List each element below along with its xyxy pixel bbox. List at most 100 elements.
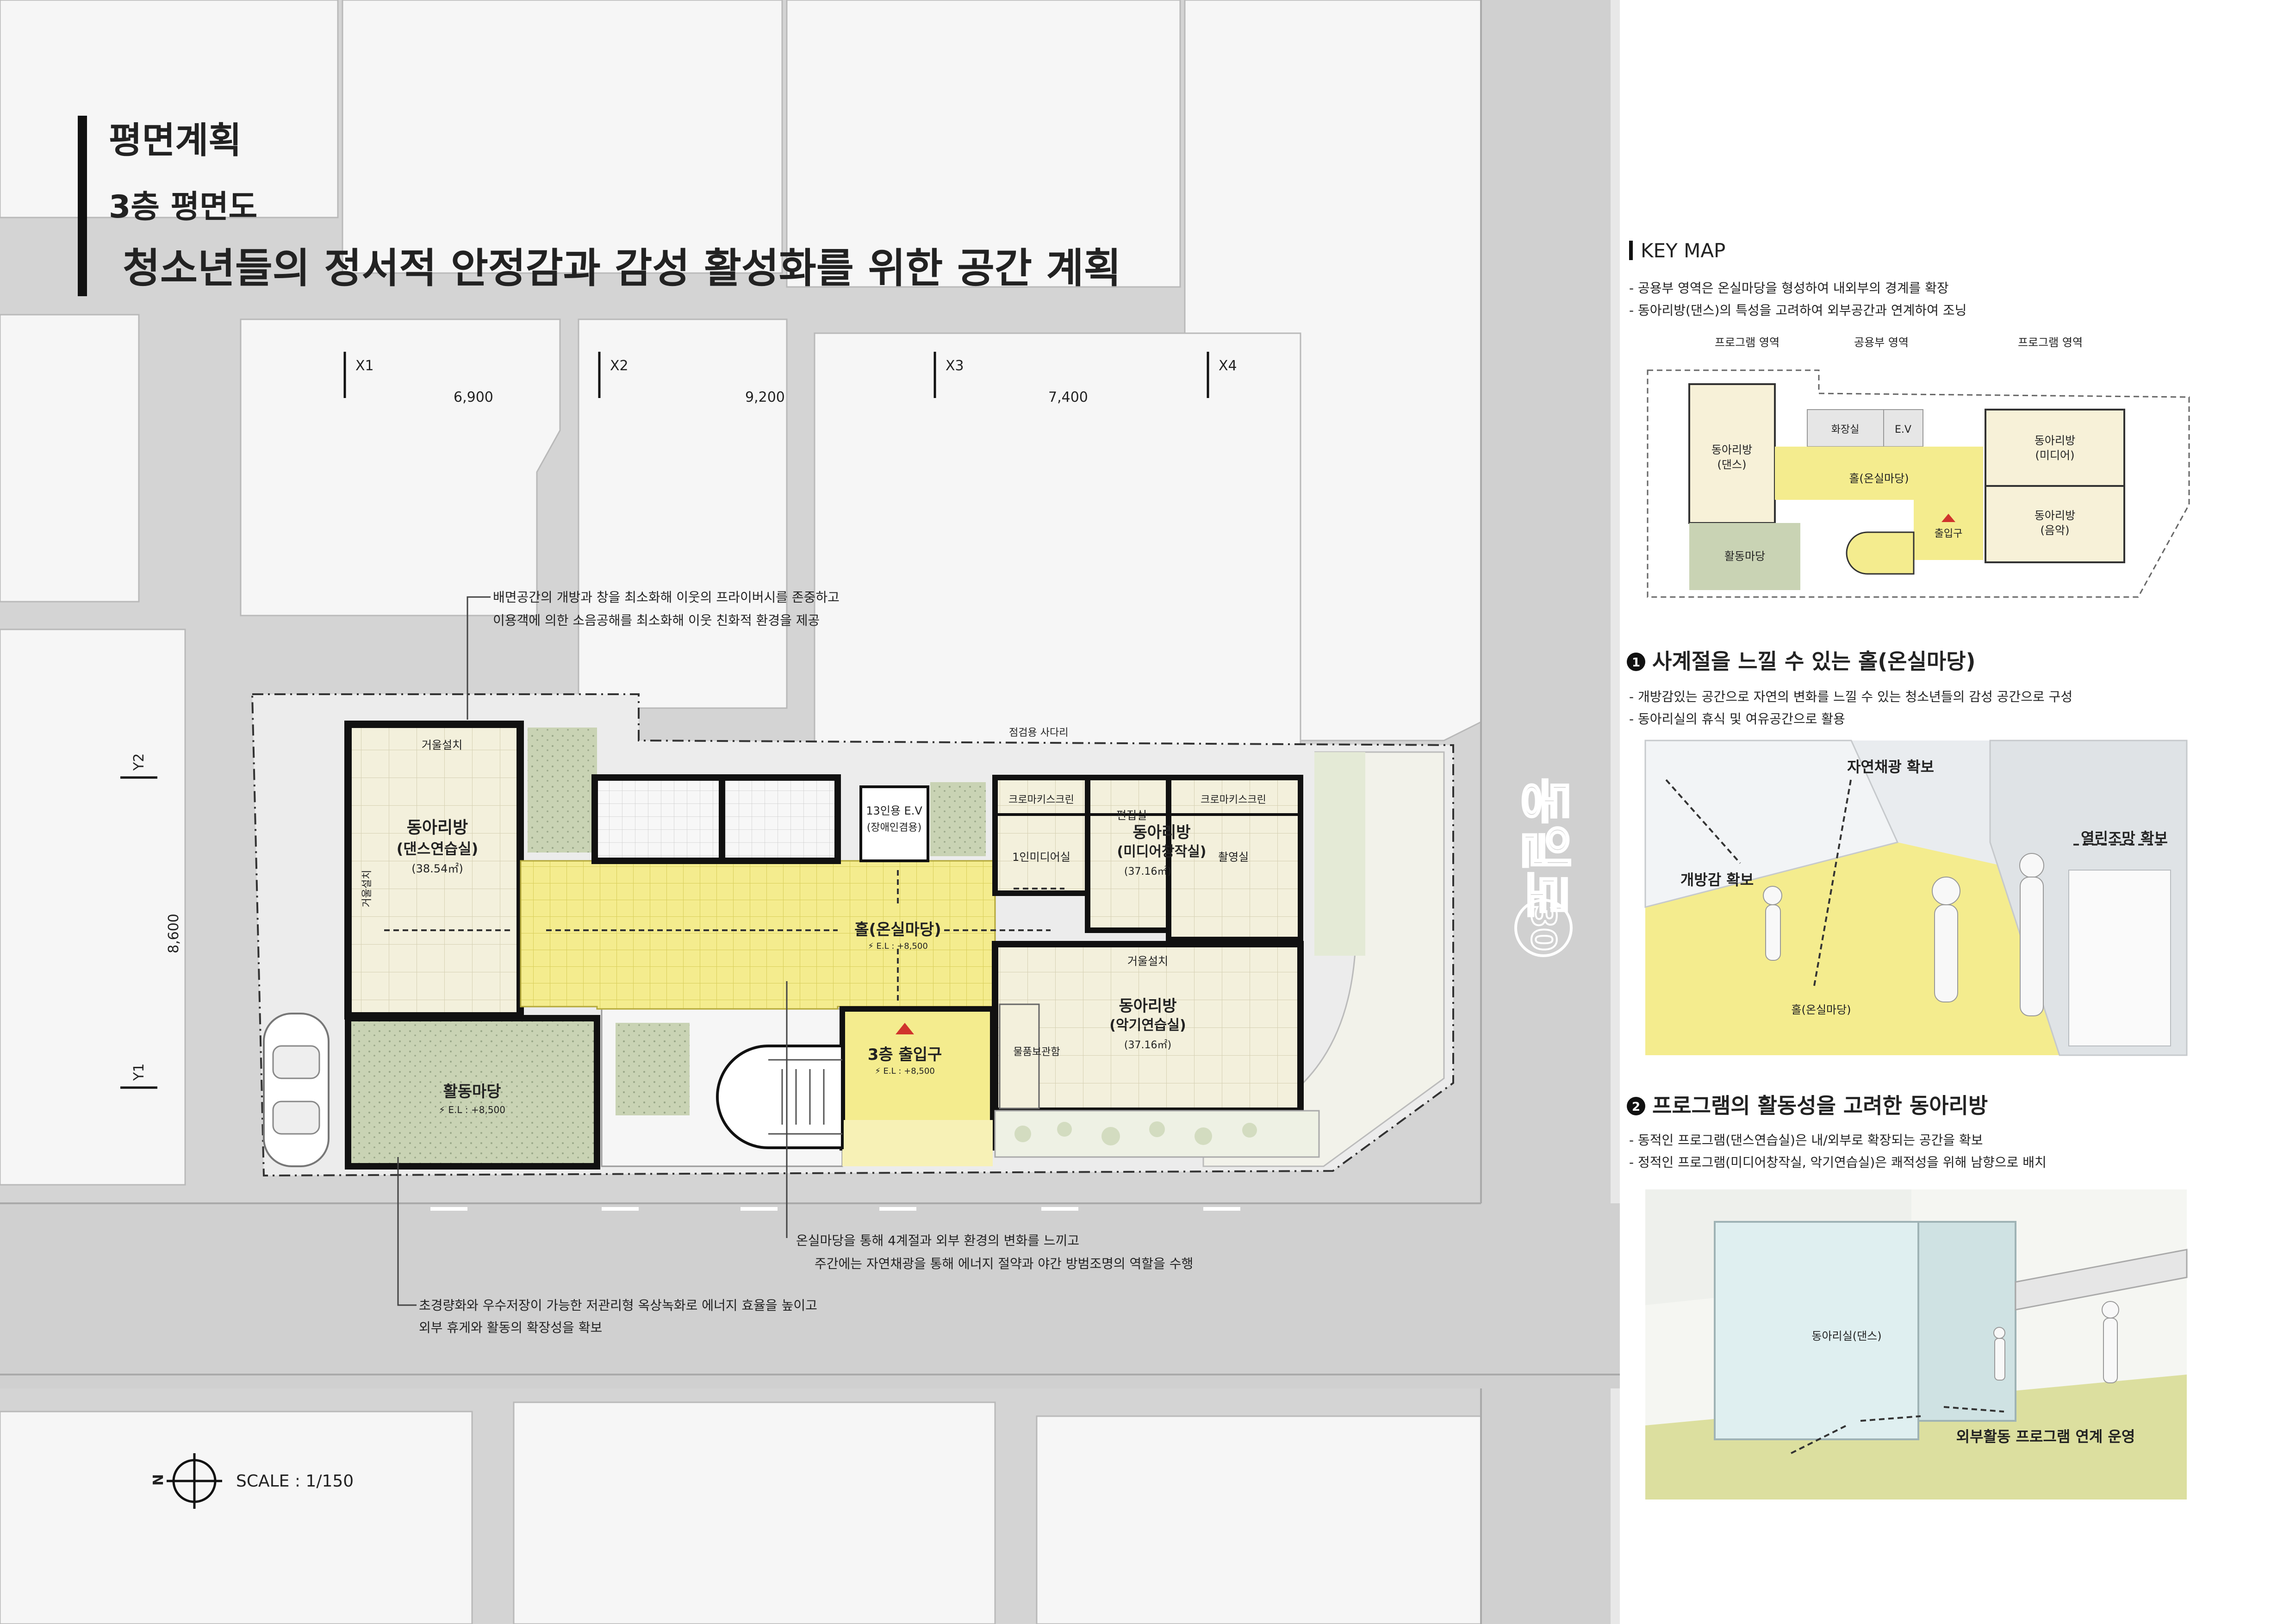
city-block — [240, 318, 561, 616]
media-room-name: 동아리방 — [1132, 823, 1190, 842]
music-room-sub: (악기연습실) — [1109, 1017, 1186, 1033]
entrance-el: ⚡ E.L : +8,500 — [875, 1066, 935, 1076]
keymap-entrance-arrow-icon — [1941, 514, 1955, 522]
elevator-label: 13인용 E.V — [866, 804, 922, 817]
keymap-dance — [1688, 383, 1776, 524]
key-map-panel: KEY MAP - 공용부 영역은 온실마당을 형성하여 내외부의 경계를 확장… — [1629, 239, 2190, 598]
section-2-badge — [1627, 1097, 1645, 1115]
activity-yard — [345, 1015, 600, 1170]
keymap-bullet-2: - 동아리방(댄스)의 특성을 고려하여 외부공간과 연계하여 조닝 — [1629, 303, 1966, 318]
city-block — [0, 0, 339, 218]
media-room-shoot — [1166, 775, 1303, 942]
keymap-toilet-label: 화장실 — [1831, 424, 1860, 436]
section-1-heading: 사계절을 느낄 수 있는 홀(온실마당) — [1652, 649, 1976, 674]
elevator — [859, 785, 929, 862]
label-outdoor-program: 외부활동 프로그램 연계 운영 — [1956, 1428, 2135, 1445]
shoot-room-label: 촬영실 — [1218, 851, 1249, 864]
annotation-mid-1: 온실마당을 통해 4계절과 외부 환경의 변화를 느끼고 — [796, 1233, 1079, 1248]
site-context — [0, 0, 1620, 1624]
hall-floor — [520, 860, 996, 1010]
keymap-music — [1985, 485, 2125, 563]
section-1-bullet-1: - 개방감있는 공간으로 자연의 변화를 느낄 수 있는 청소년들의 감성 공간… — [1629, 689, 2072, 704]
road-name: 동일로 — [1515, 778, 1574, 918]
activity-yard-el: ⚡ E.L : +8,500 — [439, 1104, 505, 1115]
keymap-dance-label-2: (댄스) — [1717, 458, 1747, 471]
hall-el: ⚡ E.L : +8,500 — [868, 941, 928, 951]
keymap-entrance — [1914, 500, 1983, 560]
media-room-sub: (미디어창작실) — [1117, 844, 1206, 860]
section-2-heading: 프로그램의 활동성을 고려한 동아리방 — [1652, 1093, 1988, 1118]
annotation-bot-2: 외부 휴게와 활동의 확장성을 확보 — [419, 1320, 602, 1335]
keymap-media-label-2: (미디어) — [2035, 449, 2075, 462]
annotation-bot-1: 초경량화와 우수저장이 가능한 저관리형 옥상녹화로 에너지 효율을 높이고 — [419, 1298, 817, 1313]
grid-x4: X4 — [1219, 358, 1237, 374]
scale-label: SCALE : 1/150 — [236, 1472, 354, 1491]
section-2-bullet-2: - 정적인 프로그램(미디어창작실, 악기연습실)은 쾌적성을 위해 남향으로 … — [1629, 1155, 2047, 1170]
activity-yard-name: 활동마당 — [443, 1083, 501, 1101]
grid-x2: X2 — [610, 358, 628, 374]
car-icon — [263, 1013, 330, 1167]
page-headline: 청소년들의 정서적 안정감과 감성 활성화를 위한 공간 계획 — [123, 244, 1121, 292]
keymap-media — [1985, 409, 2125, 487]
dim-x2-x3: 9,200 — [745, 389, 785, 405]
road-number: 30 — [1524, 905, 1563, 951]
north-scale: N SCALE : 1/150 — [149, 1453, 354, 1509]
keymap-entrance-label: 출입구 — [1935, 528, 1963, 540]
annotation-mid-2: 주간에는 자연채광을 통해 에너지 절약과 야간 방범조명의 역할을 수행 — [815, 1256, 1193, 1271]
page-title: 평면계획 — [109, 120, 242, 162]
header: 평면계획 3층 평면도 청소년들의 정서적 안정감과 감성 활성화를 위한 공간… — [78, 116, 1121, 296]
solo-media-label: 1인미디어실 — [1012, 851, 1070, 864]
city-block — [578, 318, 788, 709]
grid-x3: X3 — [946, 358, 964, 374]
storage-area — [999, 1003, 1040, 1109]
section-1-number: 1 — [1632, 656, 1640, 670]
green-strip — [528, 728, 597, 852]
section-2-number: 2 — [1632, 1100, 1640, 1114]
annotations: 배면공간의 개방과 창을 최소화해 이웃의 프라이버시를 존중하고 이용객에 의… — [419, 590, 1193, 1335]
header-bar — [78, 116, 87, 296]
city-block — [342, 0, 783, 274]
keymap-dance-label-1: 동아리방 — [1711, 443, 1752, 456]
keymap-music-label-1: 동아리방 — [2035, 509, 2075, 522]
music-room-name: 동아리방 — [1119, 997, 1176, 1015]
keymap-boundary — [1647, 369, 2190, 598]
keymap-ev-label: E.V — [1895, 424, 1911, 436]
section-2-bullet-1: - 동적인 프로그램(댄스연습실)은 내/외부로 확장되는 공간을 확보 — [1629, 1132, 1983, 1148]
floor-plan — [251, 596, 1454, 1306]
music-mirror-label: 거울설치 — [1127, 955, 1168, 968]
keymap-zone-mid: 공용부 영역 — [1854, 336, 1909, 349]
dim-x3-x4: 7,400 — [1048, 389, 1088, 405]
grid-dimensions: X1 X2 X3 X4 6,900 9,200 7,400 Y2 Y1 8,60… — [120, 352, 1237, 1089]
dance-mirror-side-label: 거울설치 — [361, 870, 373, 908]
north-label: N — [149, 1474, 165, 1486]
keymap-hall — [1775, 447, 1983, 500]
section-1-badge — [1627, 653, 1645, 671]
ladder-label: 점검용 사다리 — [1009, 727, 1068, 739]
toilet-rooms — [591, 774, 741, 864]
music-room-area: (37.16㎡) — [1124, 1039, 1171, 1051]
dance-room-sub: (댄스연습실) — [397, 840, 478, 858]
label-club-room: 동아리실(댄스) — [1811, 1330, 1881, 1343]
chroma-label-2: 크로마키스크린 — [1201, 794, 1266, 806]
annotation-top-1: 배면공간의 개방과 창을 최소화해 이웃의 프라이버시를 존중하고 — [493, 590, 840, 605]
media-room-edit — [1085, 775, 1171, 933]
keymap-bullet-1: - 공용부 영역은 온실마당을 형성하여 내외부의 경계를 확장 — [1629, 280, 1949, 296]
city-block — [1036, 1415, 1565, 1624]
dance-room-area: (38.54㎡) — [411, 862, 463, 875]
edit-room-label: 편집실 — [1116, 809, 1147, 822]
entrance-name: 3층 출입구 — [868, 1045, 942, 1064]
city-block — [0, 1411, 473, 1624]
city-block — [513, 1401, 996, 1624]
road-number-badge — [1514, 899, 1573, 957]
elevator-sub-label: (장애인겸용) — [867, 822, 921, 834]
label-open-view: 열린조망 확보 — [2081, 829, 2168, 847]
annotation-top-2: 이용객에 의한 소음공해를 최소화해 이웃 친화적 환경을 제공 — [493, 613, 820, 628]
media-room-area: (37.16㎡) — [1124, 865, 1171, 877]
section-1-bullet-2: - 동아리실의 휴식 및 여유공간으로 활용 — [1629, 711, 1845, 727]
room-labels: 거울설치 거울설치 동아리방 (댄스연습실) (38.54㎡) 활동마당 ⚡ E… — [361, 727, 1266, 1115]
curved-stair — [716, 1045, 844, 1149]
label-openness: 개방감 확보 — [1680, 871, 1754, 889]
keymap-zone-right: 프로그램 영역 — [2018, 336, 2083, 349]
keymap-heading: KEY MAP — [1641, 239, 1725, 262]
